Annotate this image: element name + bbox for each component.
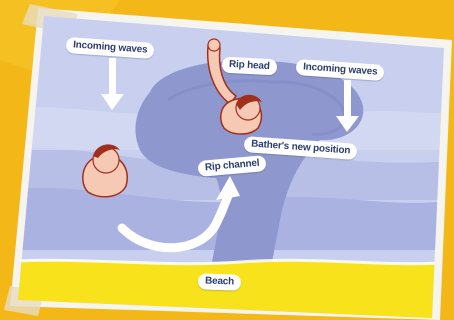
incoming-arrow-right-shaft	[344, 80, 351, 118]
incoming-arrow-left-shaft	[109, 58, 116, 96]
label-beach: Beach	[198, 273, 242, 290]
label-rip-head: Rip head	[222, 57, 277, 76]
